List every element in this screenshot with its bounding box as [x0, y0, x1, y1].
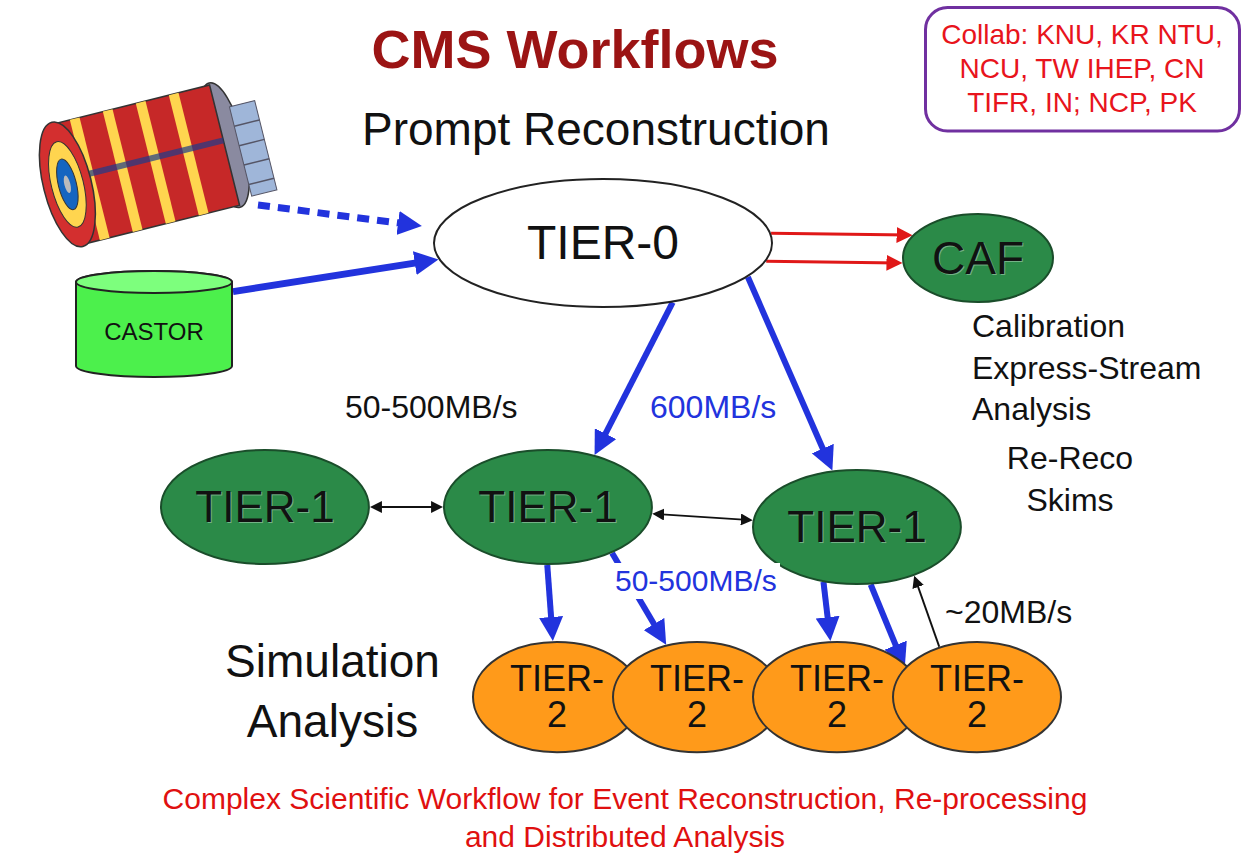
node-label: TIER-2: [787, 661, 887, 733]
detector-illustration: [29, 73, 279, 252]
node-label: TIER-2: [647, 661, 747, 733]
node-label: TIER-2: [927, 661, 1027, 733]
ellipse-shape: [444, 450, 652, 564]
rate-label: ~20MB/s: [945, 593, 1095, 631]
node-text: Collab: KNU, KR NTU, NCU, TW IHEP, CN TI…: [940, 18, 1225, 120]
annotation: Simulation Analysis: [195, 632, 470, 752]
data-flow-arrow: [547, 565, 552, 633]
annotation: Calibration Express-Stream Analysis: [972, 306, 1247, 431]
data-flow-arrow: [748, 277, 829, 463]
data-flow-arrow: [823, 582, 829, 633]
ellipse-shape: [893, 642, 1061, 752]
node-label: CAF: [932, 232, 1024, 285]
caf-ellipse: CAF: [902, 213, 1054, 303]
node-text: CASTOR: [104, 318, 204, 346]
node-text: TIER-0: [527, 215, 679, 270]
node-label: TIER-1: [787, 502, 926, 553]
rate-label: 50-500MB/s: [612, 563, 780, 599]
data-flow-arrow: [233, 261, 431, 292]
tier1-ellipse: TIER-1: [752, 469, 962, 585]
ellipse-shape: [753, 470, 961, 584]
rate-label: 50-500MB/s: [345, 388, 545, 426]
ellipse-shape: [161, 450, 369, 564]
node-text: TIER-2: [927, 661, 1027, 733]
tier2-ellipse: TIER-2: [892, 641, 1062, 753]
node-label: Collab: KNU, KR NTU, NCU, TW IHEP, CN TI…: [940, 18, 1225, 120]
detector-core: [62, 175, 72, 194]
cylinder-body: [76, 271, 232, 377]
node-label: CASTOR: [104, 318, 204, 346]
node-text: CAF: [932, 232, 1024, 285]
node-text: TIER-1: [478, 482, 617, 533]
rounded-rect: [925, 8, 1239, 131]
node-label: TIER-1: [478, 482, 617, 533]
detector-front: [29, 116, 107, 252]
detector-ring: [41, 138, 93, 231]
caption: Complex Scientific Workflow for Event Re…: [150, 780, 1100, 855]
data-flow-arrow: [598, 302, 672, 448]
collaboration-box: Collab: KNU, KR NTU, NCU, TW IHEP, CN TI…: [924, 6, 1241, 132]
node-text: TIER-1: [787, 502, 926, 553]
data-flow-arrow: [766, 261, 898, 263]
title: CMS Workflows: [300, 18, 850, 80]
annotation: Re-Reco Skims: [985, 438, 1155, 521]
tier0-ellipse: TIER-0: [433, 178, 773, 308]
detector-ring: [52, 157, 82, 212]
tier1-ellipse: TIER-1: [443, 449, 653, 565]
detector-platform: [229, 101, 276, 197]
cylinder-top: [76, 271, 232, 293]
storage-cylinder: CASTOR: [75, 270, 233, 378]
node-text: TIER-1: [195, 482, 334, 533]
data-flow-arrow: [771, 233, 908, 235]
node-label: TIER-0: [527, 215, 679, 270]
node-text: TIER-2: [507, 661, 607, 733]
node-text: TIER-2: [647, 661, 747, 733]
link-arrow: [915, 578, 939, 647]
link-arrow: [372, 506, 441, 508]
rate-label: 600MB/s: [650, 388, 790, 426]
link-arrow: [654, 514, 751, 520]
dashed-arrow: [258, 205, 414, 225]
tier1-ellipse: TIER-1: [160, 449, 370, 565]
ladder-rungs: [234, 120, 274, 185]
node-label: TIER-1: [195, 482, 334, 533]
node-text: TIER-2: [787, 661, 887, 733]
node-label: TIER-2: [507, 661, 607, 733]
ellipse-shape: [903, 214, 1053, 302]
ellipse-shape: [434, 179, 772, 307]
section-heading: Prompt Reconstruction: [362, 102, 932, 157]
